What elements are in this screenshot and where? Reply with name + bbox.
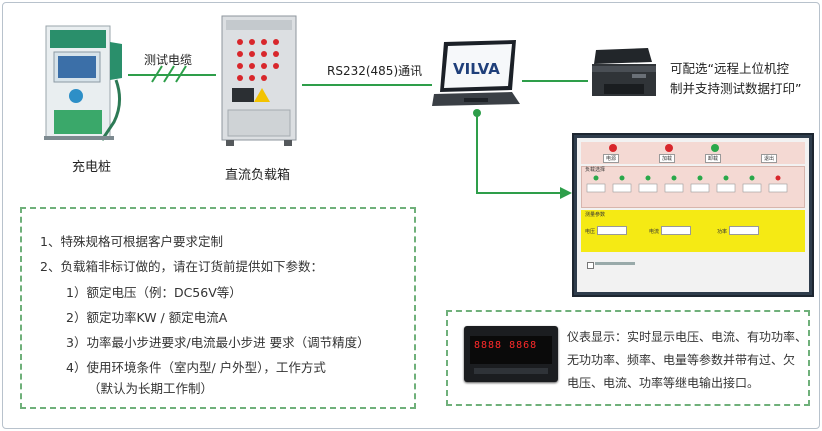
meter-box	[446, 310, 810, 406]
printer-note-line1: 可配选“远程上位机控	[670, 61, 789, 76]
note-line: 1、特殊规格可根据客户要求定制	[40, 234, 223, 249]
note-line: 2）额定功率KW / 额定电流A	[66, 310, 228, 325]
cable-label: 测试电缆	[144, 53, 193, 67]
field-current-label: 电流	[649, 229, 660, 235]
arrow-right-icon	[560, 187, 572, 199]
meter-image: 8888 8868	[464, 326, 558, 382]
rs232-line	[302, 84, 432, 86]
field-power-label: 功率	[717, 229, 728, 235]
status-led-icon	[711, 144, 719, 152]
note-line: （默认为长期工作制）	[88, 381, 214, 396]
software-screen: 电源 加载 卸载 退出 负载选择 测量参数 电压 电流 功率	[572, 133, 814, 297]
option-checkbox[interactable]	[587, 262, 594, 269]
note-line: 3）功率最小步进要求/电流最小步进 要求（调节精度）	[66, 335, 370, 350]
connector-horizontal	[476, 192, 564, 194]
printer-note-line2: 制并支持测试数据打印”	[670, 81, 802, 96]
software-screen-inner: 电源 加载 卸载 退出 负载选择 测量参数 电压 电流 功率	[577, 138, 809, 292]
note-line: 2、负载箱非标订做的，请在订货前提供如下参数：	[40, 259, 323, 274]
load-selection-title: 负载选择	[585, 167, 606, 173]
software-top-panel	[581, 142, 805, 164]
charging-pile-label: 充电桩	[72, 160, 112, 175]
meter-text-line: 电压、电流、功率等继电输出接口。	[567, 376, 760, 390]
printer-image	[592, 48, 656, 96]
status-led-icon	[609, 144, 617, 152]
meter-text-line: 无功功率、频率、电量等参数并带有过、欠	[567, 353, 796, 367]
notes-box	[20, 207, 416, 409]
field-current-input[interactable]	[661, 226, 691, 235]
option-caption	[595, 262, 635, 265]
charging-pile-image	[44, 25, 122, 141]
dc-load-box-image	[221, 15, 297, 146]
note-line: 1）额定电压（例：DC56V等）	[66, 285, 242, 300]
measurement-title: 测量参数	[585, 212, 606, 218]
field-voltage-input[interactable]	[597, 226, 627, 235]
software-button-load[interactable]: 加载	[659, 154, 676, 163]
load-switch-group[interactable]	[585, 174, 801, 202]
connector-dot	[473, 109, 481, 117]
laptop-brand-label: VILVA	[453, 60, 500, 78]
cable-hatch-icon	[151, 65, 187, 83]
note-line: 4）使用环境条件（室内型/ 户外型），工作方式	[66, 360, 326, 375]
connector-vertical	[476, 116, 478, 194]
software-button-exit[interactable]: 退出	[761, 154, 778, 163]
meter-text-line: 仪表显示：实时显示电压、电流、有功功率、	[567, 330, 808, 344]
meter-readout: 8888 8868	[474, 340, 538, 351]
printer-link-line	[522, 80, 588, 82]
status-led-icon	[665, 144, 673, 152]
software-button-unload[interactable]: 卸载	[705, 154, 722, 163]
field-voltage-label: 电压	[585, 229, 596, 235]
software-button-power[interactable]: 电源	[603, 154, 620, 163]
laptop-image	[432, 40, 520, 106]
rs232-label: RS232(485)通讯	[327, 64, 423, 78]
dc-load-box-label: 直流负载箱	[225, 168, 291, 183]
field-power-input[interactable]	[729, 226, 759, 235]
cable-line	[128, 74, 216, 76]
